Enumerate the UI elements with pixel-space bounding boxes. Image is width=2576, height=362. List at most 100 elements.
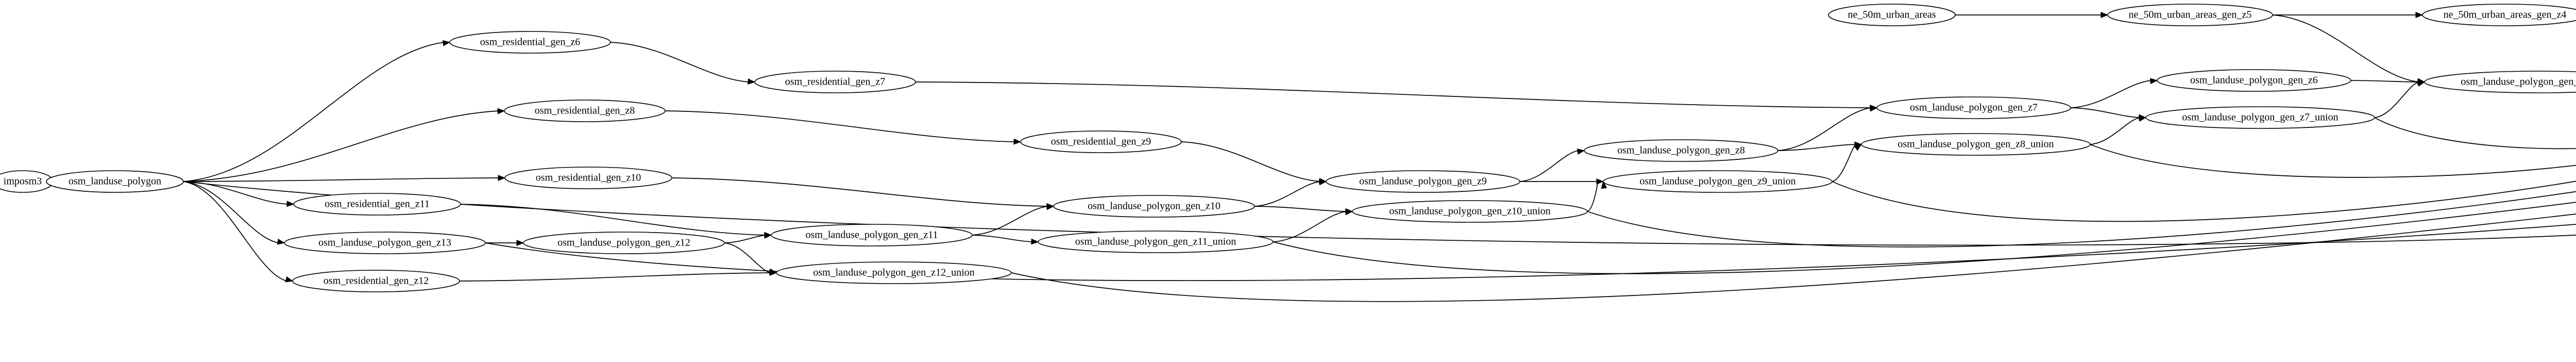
edge-arrowhead <box>2417 78 2426 85</box>
edge-arrowhead <box>1596 178 1604 185</box>
graph-node-ne_50m_urban_areas_gen_z5[interactable]: ne_50m_urban_areas_gen_z5 <box>2107 4 2273 26</box>
edge-line <box>183 181 287 282</box>
graph-node-osm_landuse_polygon_gen_z6[interactable]: osm_landuse_polygon_gen_z6 <box>2157 69 2351 92</box>
edge-arrowhead <box>277 238 285 245</box>
graph-node-osm_landuse_polygon_gen_z12_union[interactable]: osm_landuse_polygon_gen_z12_union <box>776 261 1012 284</box>
edge-line <box>1587 181 1598 212</box>
graph-edge-osm_landuse_polygon--osm_residential_gen_z6 <box>183 40 451 182</box>
graph-node-osm_residential_gen_z10[interactable]: osm_residential_gen_z10 <box>504 167 672 189</box>
edge-arrowhead <box>1046 204 1055 210</box>
graph-node-ne_50m_urban_areas_gen_z4[interactable]: ne_50m_urban_areas_gen_z4 <box>2422 4 2576 26</box>
graph-node-osm_residential_gen_z8[interactable]: osm_residential_gen_z8 <box>504 100 666 122</box>
graph-edge-osm_residential_gen_z6--osm_residential_gen_z7 <box>610 42 756 85</box>
node-ellipse <box>1053 195 1255 218</box>
graph-node-ne_50m_urban_areas[interactable]: ne_50m_urban_areas <box>1828 4 1956 26</box>
graph-node-osm_landuse_polygon_gen_z10_union[interactable]: osm_landuse_polygon_gen_z10_union <box>1352 200 1588 223</box>
edge-line <box>459 272 771 282</box>
graph-node-osm_landuse_polygon_gen_z13[interactable]: osm_landuse_polygon_gen_z13 <box>284 232 486 254</box>
node-label: ne_50m_urban_areas_gen_z5 <box>2129 9 2252 21</box>
node-ellipse <box>2107 4 2273 26</box>
node-label: osm_landuse_polygon_gen_z7 <box>1910 102 2038 113</box>
node-ellipse <box>2422 4 2576 26</box>
graph-edge-osm_landuse_polygon_gen_z11_union--layer_landuse <box>1273 202 2576 274</box>
graph-node-osm_landuse_polygon_gen_z7[interactable]: osm_landuse_polygon_gen_z7 <box>1876 96 2071 119</box>
edge-line <box>485 224 2576 281</box>
edge-arrowhead <box>498 175 506 181</box>
node-label: ne_50m_urban_areas_gen_z4 <box>2444 9 2567 21</box>
graph-edge-osm_landuse_polygon--osm_residential_gen_z10 <box>183 175 506 182</box>
node-ellipse <box>523 232 725 254</box>
graph-edge-osm_landuse_polygon_gen_z13--layer_landuse <box>485 224 2576 281</box>
edge-line <box>671 177 1048 207</box>
edge-arrowhead <box>497 108 505 114</box>
graph-edge-ne_50m_urban_areas_gen_z5--osm_landuse_polygon_gen_z6_union <box>2272 14 2426 85</box>
node-label: osm_landuse_polygon_gen_z11_union <box>1075 236 1236 248</box>
edge-layer <box>39 12 2576 302</box>
edge-line <box>1011 213 2576 302</box>
graph-node-osm_landuse_polygon_gen_z10[interactable]: osm_landuse_polygon_gen_z10 <box>1053 195 1255 218</box>
graph-edge-osm_landuse_polygon_gen_z7_union--layer_landuse <box>2374 117 2576 150</box>
graph-node-osm_landuse_polygon[interactable]: osm_landuse_polygon <box>46 170 184 193</box>
node-ellipse <box>1326 170 1520 193</box>
graph-node-osm_landuse_polygon_gen_z11_union[interactable]: osm_landuse_polygon_gen_z11_union <box>1038 231 1274 253</box>
edge-line <box>1273 202 2576 274</box>
graph-edge-osm_landuse_polygon--osm_residential_gen_z12 <box>183 181 294 283</box>
graph-node-osm_landuse_polygon_gen_z8[interactable]: osm_landuse_polygon_gen_z8 <box>1584 139 1778 162</box>
graph-node-osm_landuse_polygon_gen_z11[interactable]: osm_landuse_polygon_gen_z11 <box>771 224 973 246</box>
graph-edge-osm_residential_gen_z12--osm_landuse_polygon_gen_z12_union <box>459 270 777 282</box>
node-ellipse <box>1352 200 1588 223</box>
node-ellipse <box>1876 96 2071 119</box>
node-ellipse <box>1603 170 1833 193</box>
node-ellipse <box>504 167 672 189</box>
graph-node-osm_landuse_polygon_gen_z9[interactable]: osm_landuse_polygon_gen_z9 <box>1326 170 1520 193</box>
node-label: osm_landuse_polygon_gen_z7_union <box>2182 112 2338 123</box>
edge-line <box>2090 117 2141 145</box>
graph-node-imposm3[interactable]: imposm3 <box>0 170 54 193</box>
node-ellipse <box>1861 133 2091 156</box>
edge-line <box>915 81 1872 108</box>
edge-line <box>1254 206 1347 212</box>
node-ellipse <box>776 261 1012 284</box>
node-label: osm_residential_gen_z10 <box>536 172 641 184</box>
edge-arrowhead <box>285 276 294 283</box>
graph-node-osm_landuse_polygon_gen_z9_union[interactable]: osm_landuse_polygon_gen_z9_union <box>1603 170 1833 193</box>
graph-node-osm_residential_gen_z7[interactable]: osm_residential_gen_z7 <box>754 71 916 93</box>
graph-edge-osm_landuse_polygon_gen_z7--osm_landuse_polygon_gen_z6 <box>2070 78 2158 108</box>
graph-node-osm_landuse_polygon_gen_z8_union[interactable]: osm_landuse_polygon_gen_z8_union <box>1861 133 2091 156</box>
edge-line <box>972 235 1033 242</box>
graph-edge-osm_residential_gen_z10--osm_landuse_polygon_gen_z10 <box>671 177 1055 209</box>
edge-arrowhead <box>1031 238 1039 245</box>
node-label: osm_landuse_polygon <box>69 176 161 187</box>
edge-line <box>183 42 445 182</box>
graph-node-osm_landuse_polygon_gen_z7_union[interactable]: osm_landuse_polygon_gen_z7_union <box>2145 106 2375 129</box>
node-label: osm_landuse_polygon_gen_z9 <box>1359 176 1487 187</box>
graph-node-osm_residential_gen_z9[interactable]: osm_residential_gen_z9 <box>1020 130 1182 153</box>
edge-line <box>2374 117 2576 150</box>
graph-node-osm_landuse_polygon_gen_z12[interactable]: osm_landuse_polygon_gen_z12 <box>523 232 725 254</box>
edge-arrowhead <box>1854 144 1862 151</box>
edge-line <box>2272 14 2419 83</box>
edge-line <box>2374 81 2419 118</box>
graph-node-osm_residential_gen_z12[interactable]: osm_residential_gen_z12 <box>292 270 460 292</box>
graph-edge-osm_landuse_polygon_gen_z9_union--layer_landuse <box>1832 180 2576 222</box>
node-ellipse <box>504 100 666 122</box>
graph-node-osm_landuse_polygon_gen_z6_union[interactable]: osm_landuse_polygon_gen_z6_union <box>2424 71 2576 93</box>
edge-line <box>460 204 766 236</box>
edge-arrowhead <box>442 40 451 46</box>
edge-arrowhead <box>748 78 756 85</box>
graph-edge-osm_landuse_polygon_gen_z8_union--osm_landuse_polygon_gen_z7_union <box>2090 116 2147 145</box>
graph-node-osm_residential_gen_z6[interactable]: osm_residential_gen_z6 <box>449 31 611 54</box>
edge-line <box>1273 211 1347 242</box>
edge-line <box>2070 107 2141 118</box>
edge-line <box>1832 180 2576 222</box>
node-ellipse <box>754 71 916 93</box>
graph-node-osm_residential_gen_z11[interactable]: osm_residential_gen_z11 <box>293 193 461 216</box>
node-ellipse <box>771 224 973 246</box>
node-label: osm_landuse_polygon_gen_z10_union <box>1389 206 1550 217</box>
node-label: osm_residential_gen_z6 <box>480 37 580 48</box>
edge-line <box>1519 150 1579 182</box>
edge-line <box>1777 144 1856 151</box>
edge-line <box>2090 144 2576 178</box>
edge-line <box>1587 191 2576 248</box>
edge-arrowhead <box>1345 209 1353 216</box>
